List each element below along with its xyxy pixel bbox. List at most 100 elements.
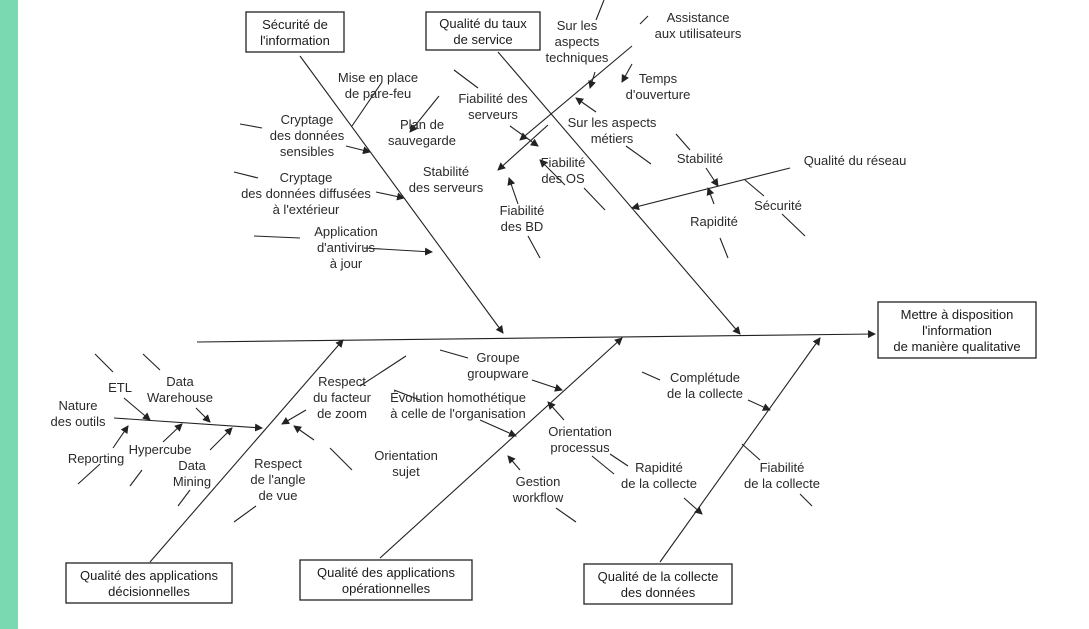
cause-arrow-data-warehouse bbox=[195, 407, 211, 423]
cause-arrow-data-mining bbox=[209, 427, 233, 451]
cause-arrow-fiabilite-os bbox=[539, 159, 566, 186]
cause-tick-gestion-workflow bbox=[555, 507, 577, 523]
cause-line-sur-aspects-techniques bbox=[595, 0, 605, 21]
cause-tick-rapidite bbox=[719, 237, 729, 259]
bone-decisionnelles bbox=[149, 339, 344, 563]
cause-arrow-cryptage-sensibles bbox=[345, 145, 371, 155]
cause-reporting: Reporting bbox=[68, 451, 124, 466]
cause-arrow-reporting bbox=[112, 425, 129, 449]
cause-arrow-fiabilite-serveurs bbox=[509, 125, 539, 147]
bone-operationnelles bbox=[379, 337, 623, 559]
cause-tick-securite-reseau bbox=[744, 179, 765, 197]
cause-tick-data-warehouse bbox=[142, 353, 161, 371]
cause-qualite-reseau: Qualité du réseau bbox=[804, 153, 907, 168]
cause-arrow-fiabilite-bd bbox=[507, 177, 519, 205]
cause-tick-rapidite-collecte bbox=[609, 453, 629, 467]
cause-hypercube: Hypercube bbox=[129, 442, 192, 457]
spine-arrow bbox=[196, 330, 876, 343]
sub-bone-stabilite-serveurs bbox=[497, 124, 549, 171]
cause-tail-fiabilite-collecte bbox=[741, 443, 761, 461]
cause-tick-fiabilite-bd bbox=[527, 235, 541, 259]
cause-etl: ETL bbox=[108, 380, 132, 395]
cause-stabilite: Stabilité bbox=[677, 151, 723, 166]
cause-tick-assistance bbox=[639, 15, 649, 25]
cause-arrow-stabilite bbox=[705, 167, 719, 187]
cause-tick-etl bbox=[94, 353, 114, 373]
cause-tick-respect-angle bbox=[233, 505, 257, 523]
cause-arrow-sur-aspects-metiers bbox=[575, 97, 597, 113]
category-decisionnelles-box bbox=[65, 562, 233, 604]
cause-tick-evolution bbox=[393, 389, 421, 401]
cause-line-mise-en-place bbox=[351, 81, 383, 127]
cause-tick-groupe-groupware bbox=[439, 349, 469, 359]
category-collecte-box bbox=[583, 563, 733, 605]
cause-arrow-plan-sauvegarde bbox=[409, 95, 440, 133]
cause-arrow-rapidite-collecte bbox=[683, 497, 703, 515]
cause-tick-antivirus bbox=[253, 235, 301, 239]
cause-tick-orientation-processus bbox=[591, 455, 615, 475]
cause-tick-cryptage-sensibles bbox=[239, 123, 263, 129]
cause-tick-sur-aspects-metiers bbox=[625, 145, 652, 165]
left-page-band bbox=[0, 0, 18, 629]
cause-arrow-etl bbox=[123, 397, 151, 421]
sub-bone-sur-aspects-techniques bbox=[519, 45, 633, 141]
cause-arrow-completude bbox=[747, 399, 771, 411]
category-taux-service-box bbox=[425, 11, 541, 51]
cause-tick-hypercube bbox=[129, 469, 143, 487]
cause-arrow-hypercube bbox=[162, 423, 183, 443]
cause-tick-respect-zoom bbox=[359, 355, 407, 387]
cause-securite-reseau: Sécurité bbox=[754, 198, 802, 213]
cause-arrow-orientation-processus bbox=[547, 401, 565, 421]
cause-arrow-respect-zoom bbox=[281, 409, 307, 425]
cause-tick-orientation-sujet bbox=[329, 447, 353, 471]
cause-arrow-sur-aspects-techniques bbox=[588, 71, 596, 89]
cause-tick-cryptage-diffusees bbox=[233, 171, 259, 179]
cause-tail-securite-reseau bbox=[781, 213, 806, 237]
bone-taux-service bbox=[497, 51, 741, 335]
cause-arrow-groupe-groupware bbox=[531, 379, 563, 392]
cause-arrow-gestion-workflow bbox=[507, 455, 521, 471]
cause-tick-stabilite bbox=[675, 133, 691, 151]
cause-arrow-orientation-sujet bbox=[293, 425, 315, 441]
cause-arrow-evolution bbox=[479, 419, 517, 437]
sub-bone-nature-outils bbox=[113, 417, 263, 432]
cause-tick-fiabilite-serveurs bbox=[453, 69, 479, 89]
effect-box bbox=[877, 301, 1037, 359]
bone-collecte bbox=[659, 337, 821, 563]
cause-arrow-antivirus bbox=[363, 247, 433, 256]
cause-arrow-rapidite bbox=[706, 187, 715, 205]
cause-tick-data-mining bbox=[177, 489, 191, 507]
cause-arrow-cryptage-diffusees bbox=[375, 191, 405, 201]
cause-rapidite: Rapidité bbox=[690, 214, 738, 229]
